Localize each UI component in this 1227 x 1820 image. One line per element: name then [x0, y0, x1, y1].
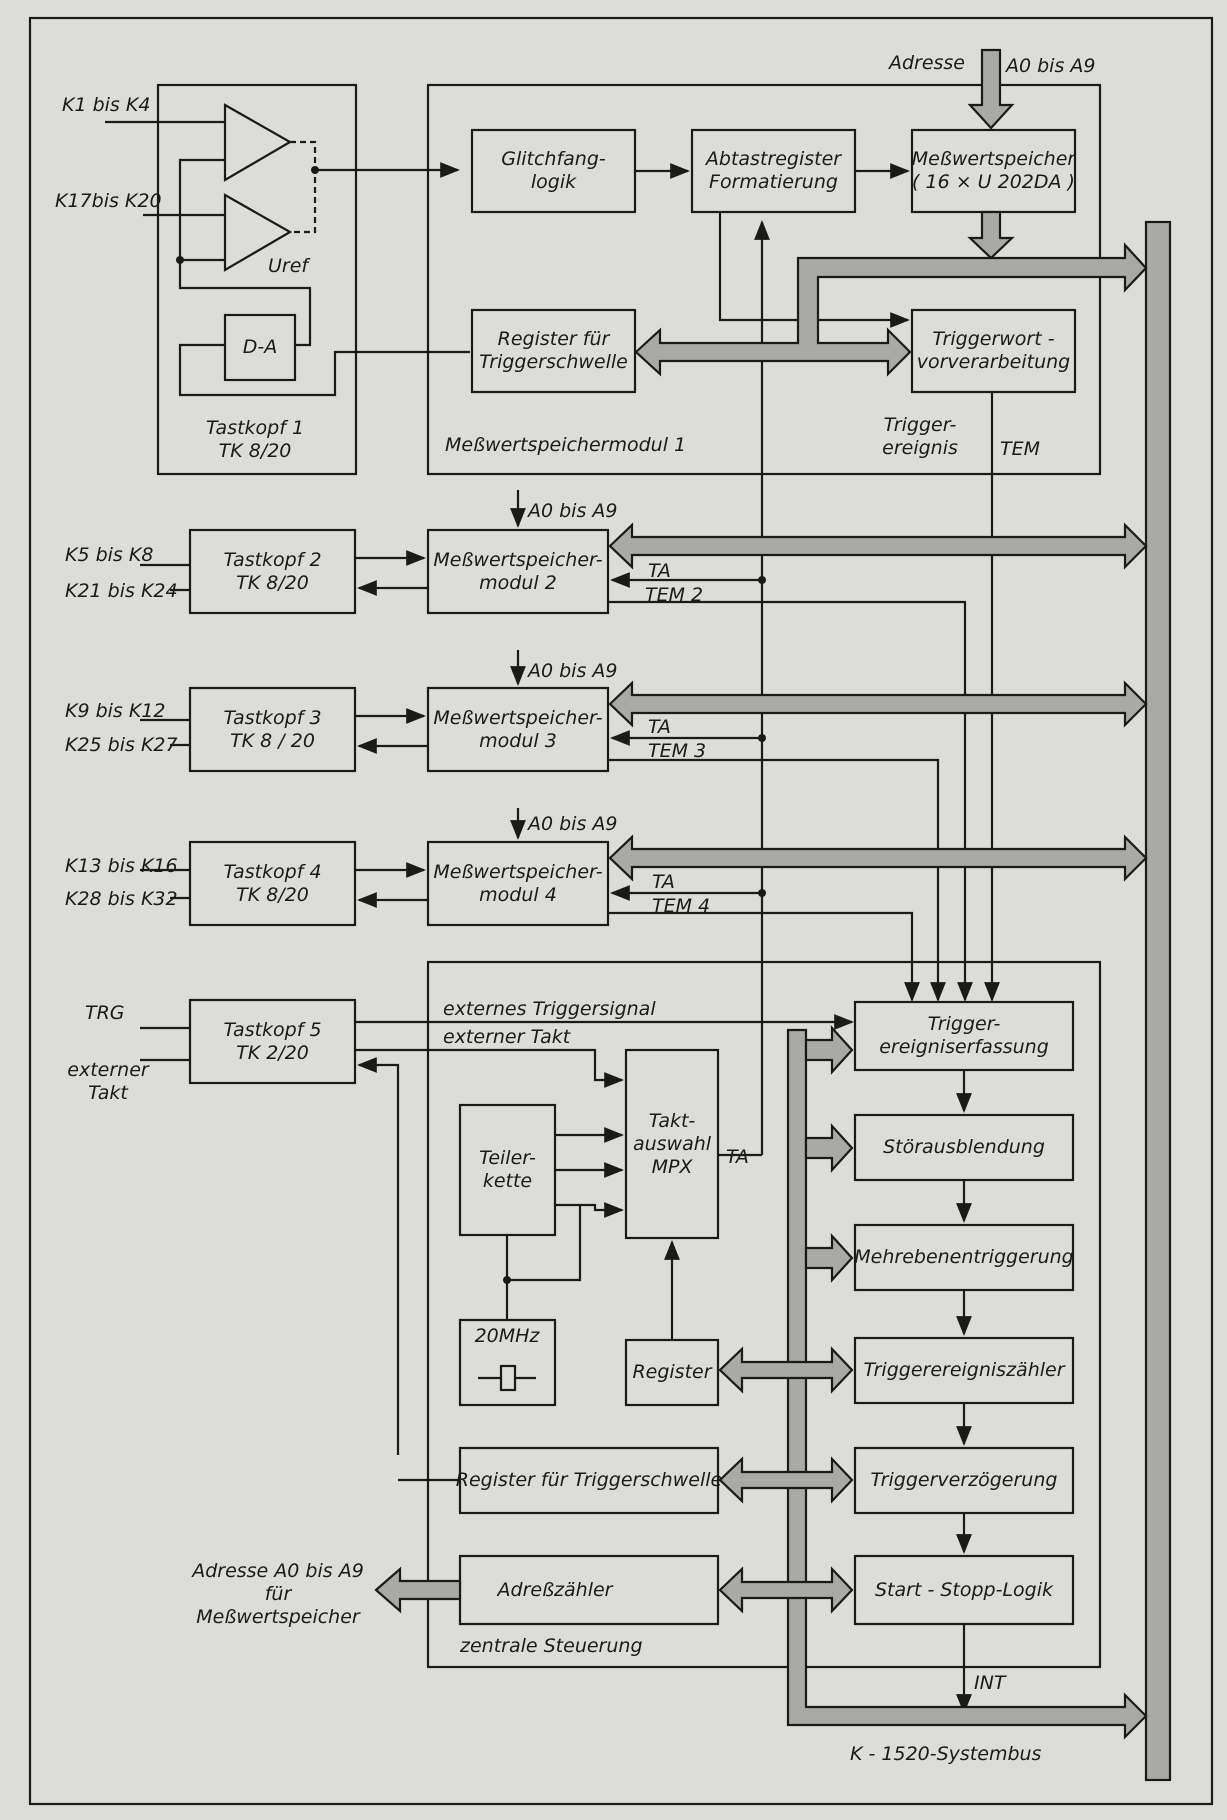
int-label: INT [974, 1672, 1006, 1694]
trigger-event-label: Trigger- ereignis [882, 414, 958, 459]
adresszaehler-label: Adreßzähler [497, 1578, 613, 1601]
register-label: Register für Triggerschwelle [479, 328, 628, 373]
probe-3-box [188, 686, 357, 773]
input-k13-k16: K13 bis K16 [65, 855, 178, 877]
chain-3-label: Mehrebenentriggerung [854, 1246, 1074, 1268]
teiler-label: Teiler- kette [479, 1147, 536, 1192]
ext-takt-input-label: externer Takt [67, 1059, 149, 1104]
ext-takt-label: externer Takt [443, 1026, 571, 1048]
ext-trigger-label: externes Triggersignal [443, 998, 656, 1020]
module-4-box [426, 840, 610, 927]
central-title: zentrale Steuerung [460, 1635, 643, 1657]
probe-5-box [188, 998, 357, 1085]
reg-schwelle-label: Register für Triggerschwelle [455, 1469, 723, 1491]
module-4-addr: A0 bis A9 [528, 813, 618, 835]
trg-label: TRG [85, 1002, 125, 1024]
bus-label: K - 1520-Systembus [850, 1743, 1042, 1765]
probe-4-box [188, 840, 357, 927]
module-2-ta: TA [648, 560, 671, 582]
chain-6-label: Start - Stopp-Logik [874, 1578, 1053, 1601]
da-converter [223, 313, 297, 382]
module-3-tem: TEM 3 [648, 740, 707, 762]
chain-5-label: Triggerverzögerung [870, 1469, 1058, 1491]
abtast-label: Abtastregister Formatierung [705, 148, 842, 193]
module-2-box [426, 528, 610, 615]
module-4-label: Meßwertspeicher- modul 4 [433, 860, 603, 906]
module-3-box [426, 686, 610, 773]
chain-2-label: Störausblendung [883, 1136, 1045, 1158]
comparator-upper [223, 103, 293, 182]
probe-4-label: Tastkopf 4 TK 8/20 [223, 860, 322, 906]
tem-label: TEM [1000, 438, 1041, 460]
input-k21-k24: K21 bis K24 [65, 580, 178, 602]
input-k17-k20: K17bis K20 [55, 190, 162, 212]
probe-5-label: Tastkopf 5 TK 2/20 [223, 1018, 322, 1064]
module-3-label: Meßwertspeicher- modul 3 [433, 706, 603, 752]
triggerwort-box [910, 308, 1077, 394]
module-1-title: Meßwertspeichermodul 1 [445, 434, 687, 456]
uref-label: Uref [268, 255, 309, 277]
triggerwort-label: Triggerwort - vorverarbeitung [916, 328, 1071, 373]
a0-a9-label: A0 bis A9 [1006, 55, 1096, 77]
addr-out-label: Adresse A0 bis A9 für Meßwertspeicher [192, 1559, 364, 1628]
probe-2-box [188, 528, 357, 615]
messspeicher-label: Meßwertspeicher ( 16 × U 202DA ) [911, 148, 1076, 193]
chain-1-label: Trigger- ereigniserfassung [879, 1013, 1049, 1058]
module-2-addr: A0 bis A9 [528, 500, 618, 522]
register-box [470, 308, 637, 394]
comparator-lower [223, 193, 293, 272]
probe-1-label: Tastkopf 1 TK 8/20 [205, 417, 305, 462]
mux-box [624, 1048, 720, 1240]
system-bus [1144, 220, 1172, 1782]
module-3-ta: TA [648, 716, 671, 738]
probe-3-label: Tastkopf 3 TK 8 / 20 [223, 706, 322, 752]
module-4-ta: TA [652, 871, 675, 893]
reg-schwelle-box [458, 1446, 720, 1515]
register-c-label: Register [632, 1361, 712, 1383]
module-1-frame [426, 83, 1102, 476]
da-label: D-A [242, 336, 278, 358]
mux-label: Takt- auswahl MPX [632, 1109, 712, 1178]
module-2-tem: TEM 2 [645, 584, 704, 606]
glitch-label: Glitchfang- logik [501, 148, 606, 193]
mux-ta-label: TA [726, 1146, 749, 1168]
osc-label: 20MHz [474, 1325, 540, 1347]
probe-1-frame [156, 83, 358, 476]
input-k9-k12: K9 bis K12 [65, 700, 166, 722]
module-2-label: Meßwertspeicher- modul 2 [433, 548, 603, 594]
probe-2-label: Tastkopf 2 TK 8/20 [223, 548, 322, 594]
central-frame [426, 960, 1102, 1669]
module-3-addr: A0 bis A9 [528, 660, 618, 682]
input-k1-k4: K1 bis K4 [62, 94, 151, 116]
input-k5-k8: K5 bis K8 [65, 544, 154, 566]
module-4-tem: TEM 4 [652, 895, 711, 917]
input-k25-k27: K25 bis K27 [65, 734, 178, 756]
outer-frame [28, 16, 1214, 1806]
chain-4-label: Triggerereigniszähler [863, 1359, 1065, 1381]
adresse-label: Adresse [888, 52, 965, 74]
input-k28-k32: K28 bis K32 [65, 888, 178, 910]
